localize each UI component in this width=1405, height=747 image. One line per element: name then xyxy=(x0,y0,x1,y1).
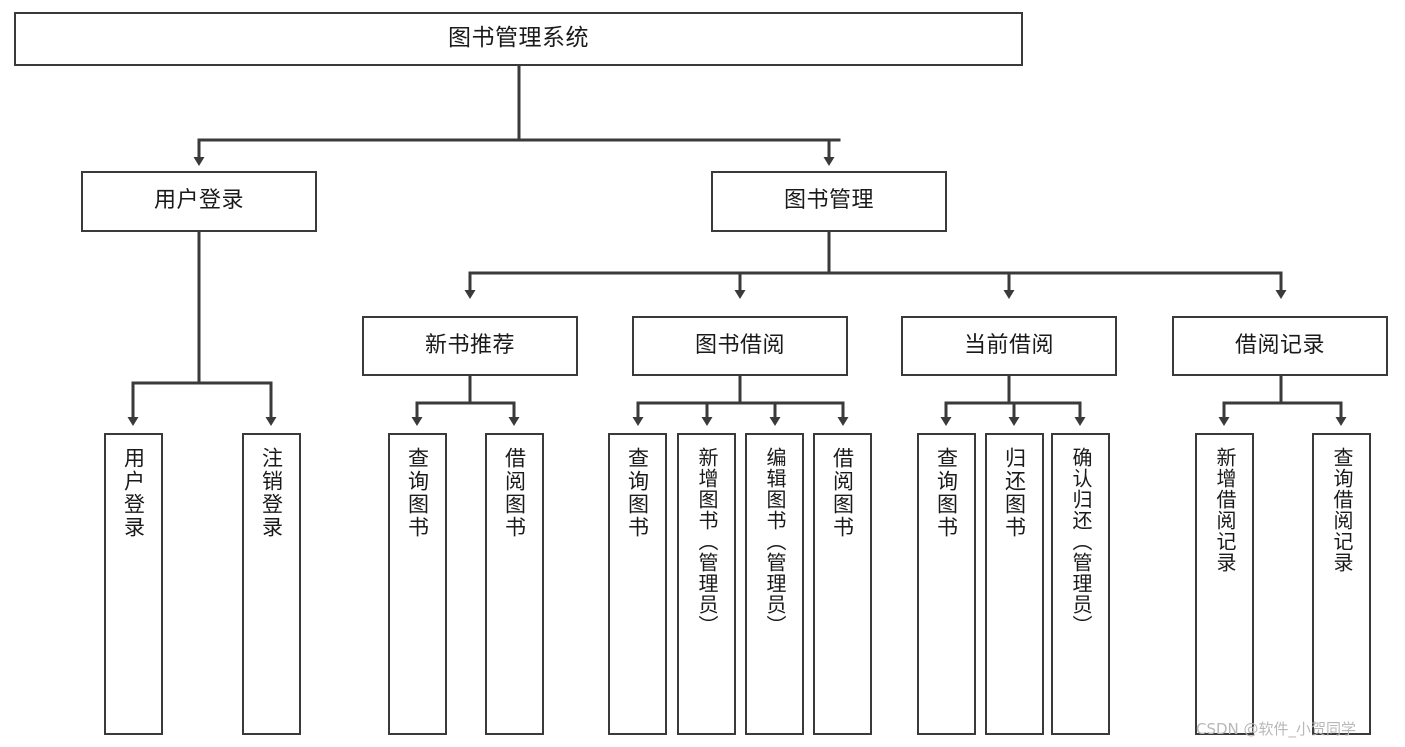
node-book-management-label: 图书管理 xyxy=(783,188,874,214)
leaf-edit-book-admin-label: 编辑图书（管理员） xyxy=(763,447,787,636)
leaf-query-book-borrow[interactable]: 查询图书 xyxy=(608,433,667,735)
leaf-query-book-recommend-label: 查询图书 xyxy=(405,447,430,539)
node-new-book-recommend[interactable]: 新书推荐 xyxy=(362,316,578,376)
leaf-query-book-current[interactable]: 查询图书 xyxy=(917,433,976,735)
leaf-return-book[interactable]: 归还图书 xyxy=(985,433,1044,735)
leaf-logout-login-label: 注销登录 xyxy=(259,447,284,539)
leaf-query-book-recommend[interactable]: 查询图书 xyxy=(388,433,447,735)
node-current-borrow[interactable]: 当前借阅 xyxy=(901,316,1117,376)
leaf-confirm-return-admin-label: 确认归还（管理员） xyxy=(1069,447,1093,636)
leaf-user-login-label: 用户登录 xyxy=(121,447,146,539)
node-borrow-record[interactable]: 借阅记录 xyxy=(1172,316,1388,376)
leaf-borrow-book-borrow-label: 借阅图书 xyxy=(830,447,855,539)
leaf-add-book-admin-label: 新增图书（管理员） xyxy=(695,447,719,636)
node-borrow-record-label: 借阅记录 xyxy=(1234,332,1325,358)
node-new-book-recommend-label: 新书推荐 xyxy=(424,332,515,358)
leaf-borrow-book-recommend[interactable]: 借阅图书 xyxy=(485,433,544,735)
leaf-query-book-current-label: 查询图书 xyxy=(934,447,959,539)
node-book-management[interactable]: 图书管理 xyxy=(711,171,947,232)
node-user-login[interactable]: 用户登录 xyxy=(81,171,317,232)
leaf-borrow-book-borrow[interactable]: 借阅图书 xyxy=(813,433,872,735)
node-root-label: 图书管理系统 xyxy=(448,25,589,52)
leaf-borrow-book-recommend-label: 借阅图书 xyxy=(502,447,527,539)
leaf-query-borrow-record[interactable]: 查询借阅记录 xyxy=(1312,433,1371,735)
csdn-watermark: CSDN @软件_小贺同学 xyxy=(1196,720,1357,738)
leaf-add-borrow-record-label: 新增借阅记录 xyxy=(1213,447,1237,573)
node-root-book-management-system[interactable]: 图书管理系统 xyxy=(14,12,1023,66)
leaf-query-book-borrow-label: 查询图书 xyxy=(625,447,650,539)
leaf-user-login[interactable]: 用户登录 xyxy=(104,433,163,735)
leaf-add-borrow-record[interactable]: 新增借阅记录 xyxy=(1195,433,1254,735)
node-user-login-label: 用户登录 xyxy=(153,188,244,214)
leaf-query-borrow-record-label: 查询借阅记录 xyxy=(1330,447,1354,573)
leaf-return-book-label: 归还图书 xyxy=(1002,447,1027,539)
node-book-borrow[interactable]: 图书借阅 xyxy=(632,316,848,376)
leaf-add-book-admin[interactable]: 新增图书（管理员） xyxy=(677,433,736,735)
node-current-borrow-label: 当前借阅 xyxy=(963,332,1054,358)
node-book-borrow-label: 图书借阅 xyxy=(694,332,785,358)
leaf-logout-login[interactable]: 注销登录 xyxy=(242,433,301,735)
leaf-confirm-return-admin[interactable]: 确认归还（管理员） xyxy=(1051,433,1110,735)
leaf-edit-book-admin[interactable]: 编辑图书（管理员） xyxy=(745,433,804,735)
